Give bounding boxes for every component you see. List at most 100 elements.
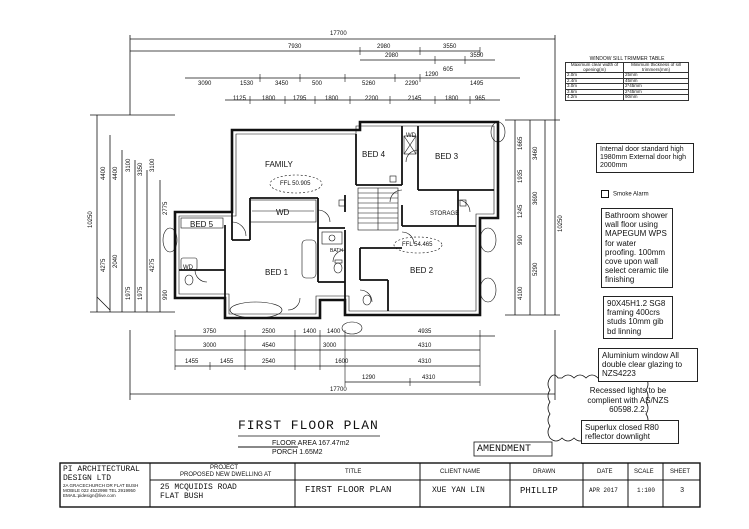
project-suburb: FLAT BUSH — [160, 492, 204, 501]
company-phone: MOBILE 022 4522998 TEL 2919950 — [63, 488, 136, 493]
sill-table-header: Minimum thickness of sill trimmers(mm) — [623, 62, 689, 73]
company-name: PI ARCHITECTURAL — [63, 465, 140, 474]
dim-bottom: 4540 — [262, 343, 276, 349]
dim-top: 3550 — [470, 53, 484, 59]
dim-bottom: 3000 — [323, 343, 337, 349]
smoke-alarm-legend: Smoke Alarm — [598, 188, 664, 201]
dim-top: 500 — [312, 81, 323, 87]
smoke-alarm-icon — [601, 190, 609, 198]
scale-header: SCALE — [634, 469, 654, 475]
dim-bottom: 1600 — [335, 359, 349, 365]
dim-top: 2980 — [385, 53, 399, 59]
room-label-family: FAMILY — [265, 160, 293, 169]
title-value: FIRST FLOOR PLAN — [305, 485, 392, 495]
dim-bottom: 2540 — [262, 359, 276, 365]
table-cell: 2.4m — [564, 77, 625, 84]
amendment-label: AMENDMENT — [477, 444, 532, 455]
sill-table-title: WINDOW SILL TRIMMER TABLE — [589, 56, 665, 62]
dim-bottom: 4310 — [422, 375, 436, 381]
smoke-alarm-label: Smoke Alarm — [613, 191, 649, 198]
table-cell: 2*45mm — [623, 83, 689, 90]
dim-top: 1800 — [325, 96, 339, 102]
project-address: 25 MCQUIDIS ROAD — [160, 483, 237, 492]
date-header: DATE — [597, 469, 613, 475]
framing-note: 90X45H1.2 SG8 framing 400crs studs 10mm … — [603, 296, 673, 339]
project-description: PROPOSED NEW DWELLING AT — [180, 472, 272, 478]
dim-right: 1245 — [518, 204, 524, 218]
dim-bottom: 3750 — [203, 329, 217, 335]
table-cell: 3.6m — [564, 88, 625, 95]
ffl-label: FFL 54.465 — [402, 242, 433, 248]
company-block: PI ARCHITECTURAL DESIGN LTD 2A GRACECHUR… — [63, 465, 149, 498]
dim-top: 2145 — [408, 96, 422, 102]
plan-title: FIRST FLOOR PLAN — [238, 418, 379, 433]
room-label-wd-bed5: WD — [183, 265, 193, 271]
company-email: EMAIL:pidesign@live.com — [63, 493, 116, 498]
dim-left: 10250 — [88, 211, 94, 228]
room-label-wd-bed4: WD — [406, 133, 416, 139]
client-header: CLIENT NAME — [440, 469, 481, 475]
table-cell: 2.0m — [564, 72, 625, 79]
room-label-storage: STORAGE — [430, 211, 460, 217]
table-cell: 3.0m — [564, 83, 625, 90]
ffl-label: FFL 50.905 — [280, 181, 311, 187]
dim-right: 5290 — [533, 262, 539, 276]
dim-left: 4275 — [101, 258, 107, 272]
dim-bottom: 4310 — [418, 359, 432, 365]
door-height-note: Internal door standard high 1980mm Exter… — [596, 143, 694, 174]
dim-bottom: 3000 — [203, 343, 217, 349]
dim-right: 1665 — [518, 136, 524, 150]
dim-top: 2980 — [377, 44, 391, 50]
dim-top: 5260 — [362, 81, 376, 87]
dim-top: 7930 — [288, 44, 302, 50]
dim-top: 1800 — [262, 96, 276, 102]
dim-left: 3100 — [126, 158, 132, 172]
table-cell: 90mm — [623, 94, 689, 101]
dim-overall-bottom: 17700 — [330, 387, 347, 393]
dim-top: 605 — [443, 67, 454, 73]
drawn-header: DRAWN — [533, 469, 556, 475]
sill-table-header: Maximum clear width of opening(m) — [564, 62, 625, 73]
company-name: DESIGN LTD — [63, 474, 112, 483]
room-label-wd: WD — [276, 208, 290, 217]
dim-top: 3450 — [275, 81, 289, 87]
dim-left: 2040 — [113, 254, 119, 268]
dim-bottom: 4935 — [418, 329, 432, 335]
dim-left: 4275 — [150, 258, 156, 272]
dim-right: 990 — [518, 234, 524, 245]
dim-top: 1795 — [293, 96, 307, 102]
room-label-bed3: BED 3 — [435, 152, 459, 161]
dim-top: 1800 — [445, 96, 459, 102]
dim-top: 1530 — [240, 81, 254, 87]
title-header: TITLE — [345, 469, 362, 475]
dim-top: 3550 — [443, 44, 457, 50]
room-label-bed1: BED 1 — [265, 268, 289, 277]
dim-right: 4100 — [518, 286, 524, 300]
dim-bottom: 1290 — [362, 375, 376, 381]
dim-top: 1125 — [233, 96, 246, 102]
sill-trimmer-table: WINDOW SILL TRIMMER TABLE Maximum clear … — [564, 56, 689, 101]
table-cell: 4.2m — [564, 94, 625, 101]
dim-left: 4400 — [113, 166, 119, 180]
dim-left: 3100 — [150, 158, 156, 172]
dim-bottom: 1455 — [185, 359, 199, 365]
scale-value: 1:100 — [637, 487, 656, 494]
dim-left: 4400 — [101, 166, 107, 180]
dim-top: 965 — [475, 96, 486, 102]
dim-left: 1975 — [126, 286, 132, 300]
room-label-bath: BATH — [330, 248, 343, 254]
room-label-bed5: BED 5 — [190, 220, 214, 229]
date-value: APR 2017 — [589, 487, 618, 494]
floor-area: FLOOR AREA 167.47m2 — [272, 440, 350, 447]
dim-top: 2290 — [405, 81, 419, 87]
dim-bottom: 1400 — [303, 329, 317, 335]
dim-left: 3350 — [138, 162, 144, 176]
dim-top: 3090 — [198, 81, 212, 87]
dim-bottom: 1400 — [327, 329, 341, 335]
dim-bottom: 1455 — [220, 359, 234, 365]
dim-left: 2775 — [163, 201, 169, 215]
